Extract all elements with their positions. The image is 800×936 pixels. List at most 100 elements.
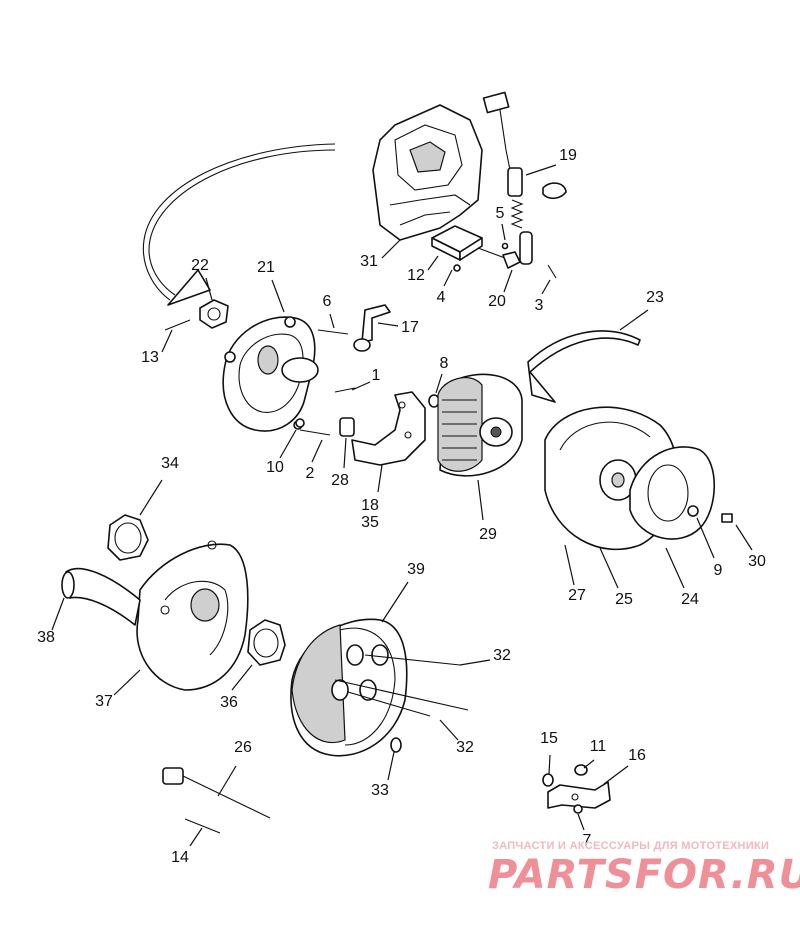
leader-line-37 [113,669,141,696]
callout-18: 18 [361,497,379,514]
leader-line-26 [217,765,237,797]
leader-line-31 [381,239,401,259]
callout-32: 32 [493,647,511,664]
callout-6: 6 [323,293,332,310]
callout-2: 2 [306,465,315,482]
callout-26: 26 [234,739,252,756]
part-38-elbow-tube [61,567,141,626]
callout-20: 20 [488,293,506,310]
part-23-trim-strip [527,330,641,403]
leader-line-38 [51,597,65,631]
part-9-grommet [687,505,699,517]
assembly-direction-arrow [142,143,336,306]
part-7-screw [573,804,583,814]
part-19-sensor-assembly [482,91,567,265]
callout-39: 39 [407,561,425,578]
leader-line-21 [271,279,285,313]
callout-10: 10 [266,459,284,476]
leader-line-32 [459,659,491,666]
callout-25: 25 [615,591,633,608]
callout-38: 38 [37,629,55,646]
leader-line-17 [377,322,399,327]
callout-23: 23 [646,289,664,306]
callout-37: 37 [95,693,113,710]
callout-31: 31 [360,253,378,270]
leader-line-20 [503,269,513,293]
callout-29: 29 [479,526,497,543]
leader-line-14 [189,827,203,847]
leader-line-8 [435,373,443,394]
callout-32: 32 [456,739,474,756]
callout-3: 3 [535,297,544,314]
callout-8: 8 [440,355,449,372]
watermark: ЗАПЧАСТИ И АКСЕССУАРЫ ДЛЯ МОТОТЕХНИКИ PA… [488,840,800,898]
callout-21: 21 [257,259,275,276]
part-33-nut [390,737,402,753]
leader-line-16 [603,765,629,785]
leader-line-39 [381,581,409,623]
part-13-pin [164,319,191,331]
part-18-bracket [351,391,426,466]
leader-line-18 [377,464,383,493]
screws-group [295,329,356,436]
part-37-backplate [136,540,249,691]
callout-33: 33 [371,782,389,799]
leader-line-15 [548,754,551,775]
leader-line-19 [525,164,557,176]
part-29-filter-element [437,373,523,477]
leader-line-22 [205,277,213,301]
callout-15: 15 [540,730,558,747]
leader-line-24 [665,547,685,589]
leader-line-6 [329,313,335,329]
callout-34: 34 [161,455,179,472]
callout-5: 5 [496,205,505,222]
part-15-nut [542,773,554,787]
part-30-screw [721,513,733,523]
leader-line-27 [564,544,575,586]
watermark-logo: PARTSFOR.RU [488,852,800,898]
leader-line-23 [619,309,649,331]
leader-line-11 [583,759,595,769]
callout-24: 24 [681,591,699,608]
callout-14: 14 [171,849,189,866]
leader-line-1 [351,381,371,391]
part-12-cover-plate [431,225,483,261]
part-16-mount-bracket [547,781,611,809]
callout-labels: 1234567891011121314151617183519202122232… [37,147,766,866]
part-26-probe [162,767,271,819]
callout-leader-lines [51,164,753,847]
part-34-gasket [107,514,149,561]
leader-line-5 [501,223,506,241]
leader-line-34 [139,479,163,516]
leader-line-25 [599,547,619,589]
callout-30: 30 [748,553,766,570]
callout-4: 4 [437,289,446,306]
leader-line-7 [577,813,585,831]
callout-36: 36 [220,694,238,711]
leader-line-28 [343,437,347,469]
callout-12: 12 [407,267,425,284]
callout-28: 28 [331,472,349,489]
leader-line-32 [439,719,459,741]
callout-13: 13 [141,349,159,366]
leader-line-12 [427,255,439,271]
leader-line-13 [161,329,173,353]
leader-line-2 [311,439,323,463]
callout-17: 17 [401,319,419,336]
small-hardware-group [453,242,557,279]
callout-16: 16 [628,747,646,764]
callout-1: 1 [372,367,381,384]
leader-line-29 [477,479,484,521]
leader-line-33 [387,751,395,781]
callout-35: 35 [361,514,379,531]
part-22-gasket [199,299,229,329]
part-39-filter-element [290,618,408,757]
part-21-backplate [222,316,319,432]
callout-7: 7 [583,832,592,849]
part-14-pin [184,818,221,834]
leader-line-9 [696,517,715,559]
part-32-bolts [334,654,469,717]
callout-19: 19 [559,147,577,164]
leader-line-30 [735,524,753,551]
callout-11: 11 [590,738,607,755]
